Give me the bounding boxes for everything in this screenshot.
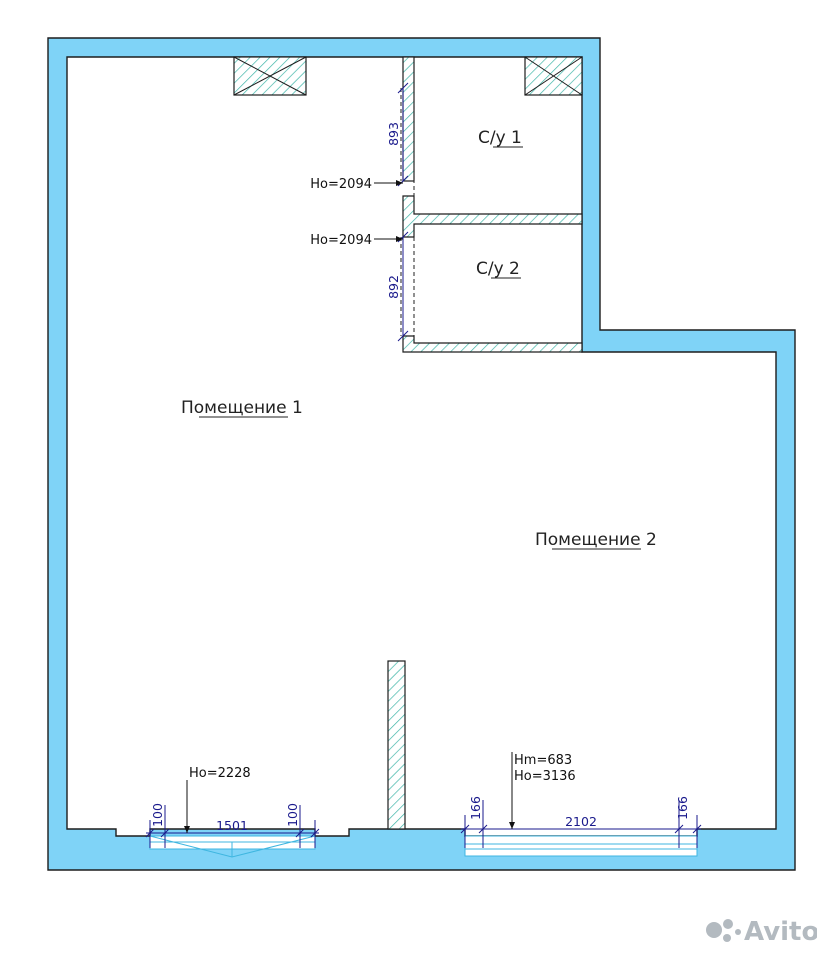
dim-window2-right-pier: 166 [675,796,690,820]
leader-bath2-door [374,236,403,242]
partition-vertical-upper [402,56,415,182]
room-label-bath1: С/у 1 [478,128,522,148]
dim-bath1-label: 893 [386,122,401,146]
partition-freestanding [387,660,406,830]
note-bath2-door: Ho=2094 [310,233,372,248]
room-label-1: Помещение 1 [181,398,303,418]
vent-shaft-left [233,56,307,96]
partition-tee [402,195,583,238]
dim-window1-left-pier: 100 [150,803,165,827]
door-opening-bath2 [400,237,415,336]
door-opening-bath1 [400,88,415,196]
avito-logo-icon [706,922,722,938]
note-window2-height: Ho=3136 [514,769,576,784]
dim-window1 [145,805,320,848]
dim-bath1: 893 [386,82,409,187]
leader-window2-arrow [509,822,515,829]
leader-window1-arrow [184,826,190,833]
interior-floor [66,56,777,837]
avito-watermark: Avito [706,917,817,947]
room-label-bath2: С/у 2 [476,259,520,279]
note-bath1-door: Ho=2094 [310,177,372,192]
note-window2-sill: Hm=683 [514,753,572,768]
window-right [464,835,698,857]
dim-window2 [460,800,702,848]
dim-window1-right-pier: 100 [285,803,300,827]
dim-window2-left-pier: 166 [468,796,483,820]
avito-watermark-text: Avito [744,917,817,947]
dim-window1-width: 1501 [216,818,248,833]
vent-shaft-right [524,56,583,96]
leader-bath1-door [374,180,403,186]
room-label-2: Помещение 2 [535,530,657,550]
note-window1-height: Ho=2228 [189,766,251,781]
dim-window2-width: 2102 [565,814,597,829]
dim-bath2-label: 892 [386,275,401,299]
